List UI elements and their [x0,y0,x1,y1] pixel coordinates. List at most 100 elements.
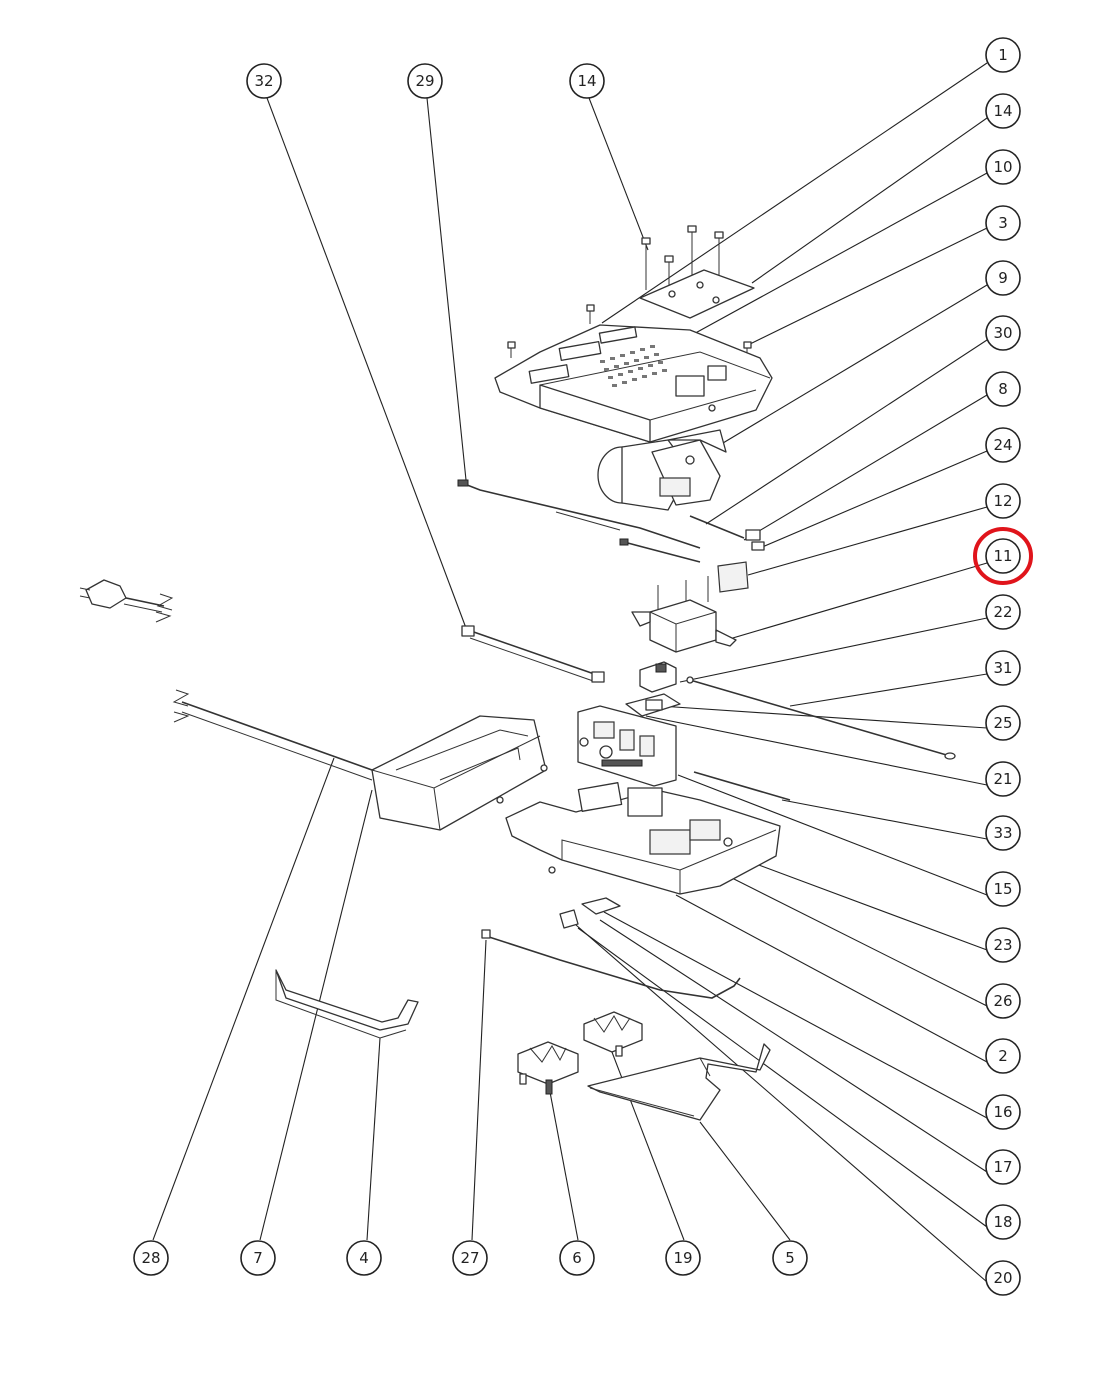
svg-text:19: 19 [673,1249,692,1267]
callout[interactable]: 8 [985,371,1021,407]
callout[interactable]: 23 [985,927,1021,963]
leader-24 [759,450,988,549]
callout[interactable]: 22 [985,594,1021,630]
svg-text:11: 11 [993,547,1012,565]
leader-14-top [588,97,649,251]
transformer-11 [631,576,737,653]
callout[interactable]: 5 [772,1240,808,1276]
leader-9 [717,284,988,447]
leader-29 [426,97,467,481]
parts [79,225,956,1121]
callout[interactable]: 4 [346,1240,382,1276]
callout[interactable]: 14 [985,93,1021,129]
wire-27-2 [481,929,741,999]
callout[interactable]: 27 [452,1240,488,1276]
callout[interactable]: 6 [559,1240,595,1276]
svg-text:30: 30 [993,324,1012,342]
svg-text:4: 4 [359,1249,369,1267]
leader-8 [743,394,988,541]
svg-text:8: 8 [998,380,1008,398]
callout[interactable]: 20 [985,1260,1021,1296]
svg-text:32: 32 [254,72,273,90]
svg-text:12: 12 [993,492,1012,510]
clip-24 [751,541,765,551]
callout[interactable]: 31 [985,650,1021,686]
base-housing [505,782,781,895]
wire-harness-29 [457,479,745,563]
svg-text:33: 33 [993,824,1012,842]
svg-text:29: 29 [415,72,434,90]
callout[interactable]: 19 [665,1240,701,1276]
leader-25 [659,705,988,729]
callout[interactable]: 21 [985,761,1021,797]
highlight-ring [973,527,1033,585]
lower-cover-5 [587,1043,771,1121]
callouts-right: 1 14 10 3 9 30 8 24 12 11 22 31 25 21 33… [985,37,1021,1296]
cable-32 [461,625,605,683]
callout[interactable]: 26 [985,983,1021,1019]
cut-wire-icon [155,593,190,723]
callout[interactable]: 12 [985,483,1021,519]
callout[interactable]: 17 [985,1149,1021,1185]
leader-17 [599,919,988,1173]
cable-28 [181,701,373,781]
callout[interactable]: 7 [240,1240,276,1276]
leader-10 [689,172,988,337]
callout[interactable]: 33 [985,815,1021,851]
leader-18 [577,927,988,1228]
vent-grid [600,345,667,387]
leader-16 [603,911,988,1119]
upper-housing [494,324,773,443]
svg-text:14: 14 [577,72,596,90]
leader-2 [675,894,988,1063]
svg-text:10: 10 [993,158,1012,176]
leader-3 [749,227,988,345]
svg-text:28: 28 [141,1249,160,1267]
callout[interactable]: 15 [985,871,1021,907]
svg-text:7: 7 [253,1249,263,1267]
callout[interactable]: 32 [246,63,282,99]
callout[interactable]: 16 [985,1094,1021,1130]
callout[interactable]: 18 [985,1204,1021,1240]
motor [597,429,727,511]
callout[interactable]: 9 [985,260,1021,296]
leader-27 [471,939,487,1241]
callout[interactable]: 1 [985,37,1021,73]
svg-text:3: 3 [998,214,1008,232]
bracket-16-17 [559,897,621,929]
leader-21 [645,715,988,786]
pcb-15 [577,705,677,787]
leader-lines [152,62,988,1283]
cover-7 [371,715,548,831]
leader-14-right [751,117,988,284]
callout[interactable]: 30 [985,315,1021,351]
spring-holder-19 [583,1011,643,1057]
board-12 [717,561,749,593]
callout[interactable]: 29 [407,63,443,99]
leader-5 [699,1121,791,1241]
bracket-25-21 [625,693,681,717]
callout[interactable]: 28 [133,1240,169,1276]
leader-12 [747,506,988,576]
callout[interactable]: 25 [985,705,1021,741]
svg-text:17: 17 [993,1158,1012,1176]
leader-19 [601,1025,685,1241]
leader-28 [152,757,335,1241]
callout[interactable]: 2 [985,1038,1021,1074]
svg-text:25: 25 [993,714,1012,732]
leader-20 [575,924,988,1283]
callout[interactable]: 14 [569,63,605,99]
svg-text:16: 16 [993,1103,1012,1121]
leader-6 [549,1091,579,1241]
svg-text:31: 31 [993,659,1012,677]
spring-holder-6 [517,1041,579,1095]
callout-highlighted[interactable]: 11 [985,538,1021,574]
callout[interactable]: 3 [985,205,1021,241]
top-plate [639,269,755,319]
svg-text:21: 21 [993,770,1012,788]
callout[interactable]: 10 [985,149,1021,185]
svg-text:2: 2 [998,1047,1008,1065]
svg-text:26: 26 [993,992,1012,1010]
callout[interactable]: 24 [985,427,1021,463]
leader-4 [366,1037,381,1241]
